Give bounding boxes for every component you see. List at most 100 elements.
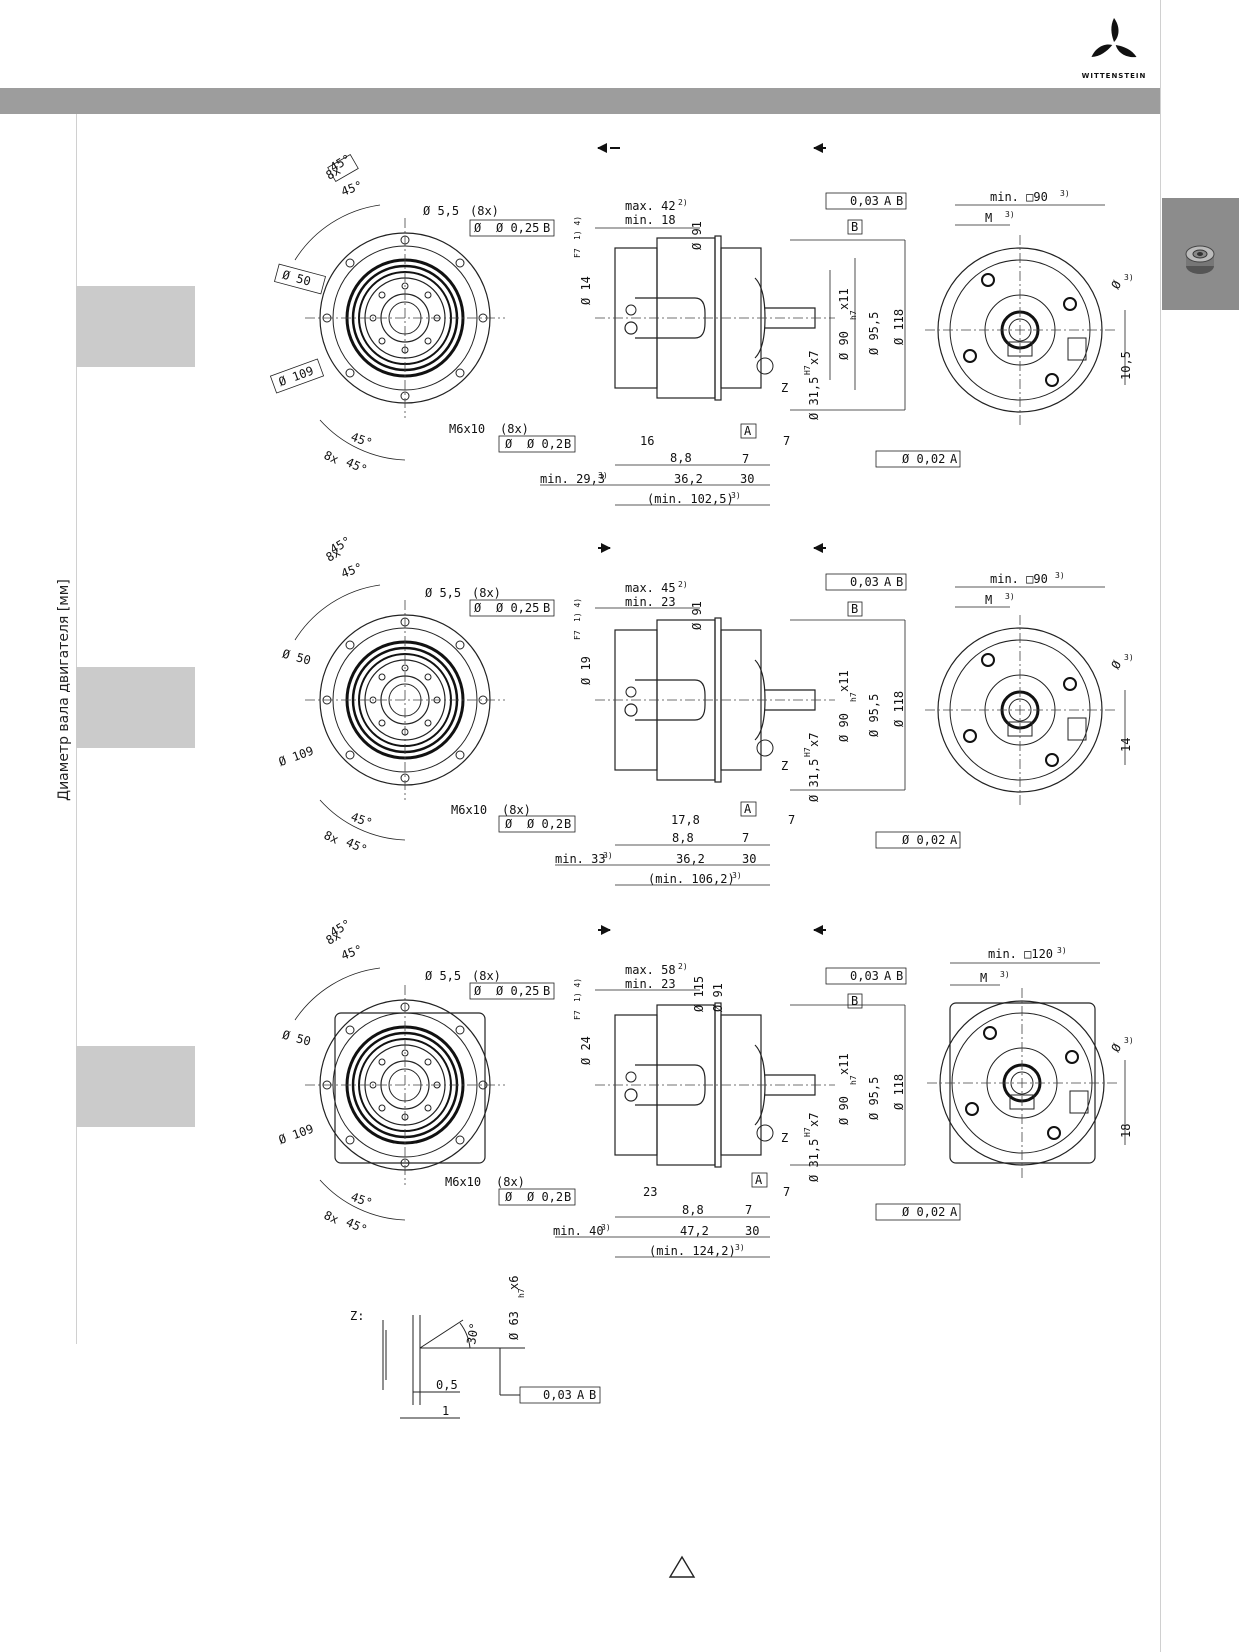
bolt-circle-50-2: Ø 50 (281, 647, 313, 668)
max-len-2: max. 45 (625, 581, 676, 595)
d90-tol-1: h7 (849, 310, 858, 320)
d118-1: Ø 118 (892, 309, 906, 345)
d118-2: Ø 118 (892, 691, 906, 727)
dim-7-a-2: 7 (742, 831, 749, 845)
runout-datum-b-2: B (896, 575, 903, 589)
datum-b-ref-2: B (564, 437, 571, 451)
gearbox-product-icon (1185, 245, 1215, 274)
d91-3: Ø 91 (711, 983, 725, 1012)
sup3-c-2: 3) (1055, 571, 1065, 580)
d31-2: Ø 31,5 (807, 759, 821, 802)
d90-tol-3: h7 (849, 1075, 858, 1085)
pos-symbol-3: Ø (474, 601, 482, 615)
dim-7-a-1: 7 (742, 452, 749, 466)
d90-tol-2: h7 (849, 692, 858, 702)
thread-count-2: (8x) (502, 803, 531, 817)
key-dim-1: 10,5 (1119, 351, 1133, 380)
d31-tol-2: H7 (803, 747, 812, 757)
datum-b-ref-5: B (543, 984, 550, 998)
hole-count-3: (8x) (472, 969, 501, 983)
angle-45-d-2: 45° (344, 835, 370, 857)
sup3-e-1: 3) (1124, 273, 1134, 282)
detail-z-dim-05: 0,5 (436, 1378, 458, 1392)
grey-block-1 (76, 286, 195, 367)
perp-datum-a-2: A (950, 833, 958, 847)
side-tab[interactable] (1162, 198, 1239, 310)
d31-3: Ø 31,5 (807, 1139, 821, 1182)
d95-3: Ø 95,5 (867, 1077, 881, 1120)
d95-1: Ø 95,5 (867, 312, 881, 355)
pos-symbol-6: Ø (505, 1190, 513, 1204)
sup3-a-2: 3) (603, 851, 613, 860)
detail-z: Z: 30° Ø 63 h7 x6 0,5 1 0,03 A B (350, 1276, 601, 1419)
detail-z-angle: 30° (464, 1322, 482, 1346)
datum-b-ref-4: B (564, 817, 571, 831)
hole-count-2: (8x) (472, 586, 501, 600)
len-a-3: 23 (643, 1185, 657, 1199)
detail-z-diameter: Ø 63 (507, 1311, 521, 1340)
wittenstein-logo-icon (1091, 18, 1137, 58)
sup3-b-1: 3) (731, 491, 741, 500)
runout-3: 0,03 (850, 969, 879, 983)
angle-45-d-3: 45° (344, 1215, 370, 1237)
bore-tol-2: F7 (573, 630, 582, 640)
count-8x-top-2: 8x (324, 545, 344, 564)
dim-7-b-1: 7 (783, 434, 790, 448)
min-left-3: min. 40 (553, 1224, 604, 1238)
pos-symbol-1: Ø (474, 221, 482, 235)
angle-45-b-3: 45° (339, 942, 364, 963)
bolt-circle-109-3: Ø 109 (277, 1122, 316, 1148)
detail-z-diameter-tol: h7 (517, 1288, 526, 1298)
dim-30-1: 30 (740, 472, 754, 486)
drawing-row-1: 8x 45° 45° Ø 5,5 (8x) Ø Ø 0,25 B Ø 50 Ø … (269, 148, 1134, 506)
len-b-2: 36,2 (676, 852, 705, 866)
logo-text: WITTENSTEIN (1081, 72, 1147, 80)
d91-2: Ø 91 (690, 601, 704, 630)
angle-45-b-1: 45° (339, 178, 364, 199)
hole-dia-2: Ø 5,5 (425, 586, 461, 600)
min-len-3: min. 23 (625, 977, 676, 991)
datum-b-box-1: B (851, 220, 858, 234)
sup2-2: 2) (678, 580, 688, 589)
d90-suffix-3: x11 (837, 1053, 851, 1075)
d95-2: Ø 95,5 (867, 694, 881, 737)
bolt-circle-109-1: Ø 109 (277, 364, 316, 390)
sup3-d-3: 3) (1000, 970, 1010, 979)
detail-z-datum-b: B (589, 1388, 596, 1402)
tol-pos-02-1: Ø 0,2 (527, 437, 563, 451)
pos-symbol-2: Ø (505, 437, 513, 451)
dim-8-8-1: 8,8 (670, 451, 692, 465)
datum-b-ref-3: B (543, 601, 550, 615)
perp-datum-a-3: A (950, 1205, 958, 1219)
m-label-2: M (985, 593, 992, 607)
flange-min-1: min. □90 (990, 190, 1048, 204)
total-len-1: (min. 102,5) (647, 492, 734, 506)
m-label-1: M (985, 211, 992, 225)
d90-suffix-1: x11 (837, 288, 851, 310)
runout-datum-a-1: A (884, 194, 892, 208)
angle-45-c-2: 45° (349, 810, 374, 831)
sup3-e-3: 3) (1124, 1036, 1134, 1045)
len-b-3: 47,2 (680, 1224, 709, 1238)
hole-count-1: (8x) (470, 204, 499, 218)
dim-8-8-3: 8,8 (682, 1203, 704, 1217)
pos-symbol-4: Ø (505, 817, 513, 831)
runout-datum-a-3: A (884, 969, 892, 983)
hole-dia-3: Ø 5,5 (425, 969, 461, 983)
warning-triangle-icon (668, 1555, 696, 1578)
datum-a-box-2: A (744, 802, 752, 816)
sup2-1: 2) (678, 198, 688, 207)
angle-45-c-3: 45° (349, 1190, 374, 1211)
tol-pos-025-2: Ø 0,25 (496, 601, 539, 615)
datum-b-ref-6: B (564, 1190, 571, 1204)
detail-z-dim-1: 1 (442, 1404, 449, 1418)
sup3-e-2: 3) (1124, 653, 1134, 662)
dim-7-b-2: 7 (788, 813, 795, 827)
perp-datum-a-1: A (950, 452, 958, 466)
bore-tol-3: F7 (573, 1010, 582, 1020)
z-label-1: Z (781, 381, 788, 395)
angle-45-b-2: 45° (339, 560, 364, 581)
sup3-c-3: 3) (1057, 946, 1067, 955)
max-len-1: max. 42 (625, 199, 676, 213)
runout-datum-b-1: B (896, 194, 903, 208)
